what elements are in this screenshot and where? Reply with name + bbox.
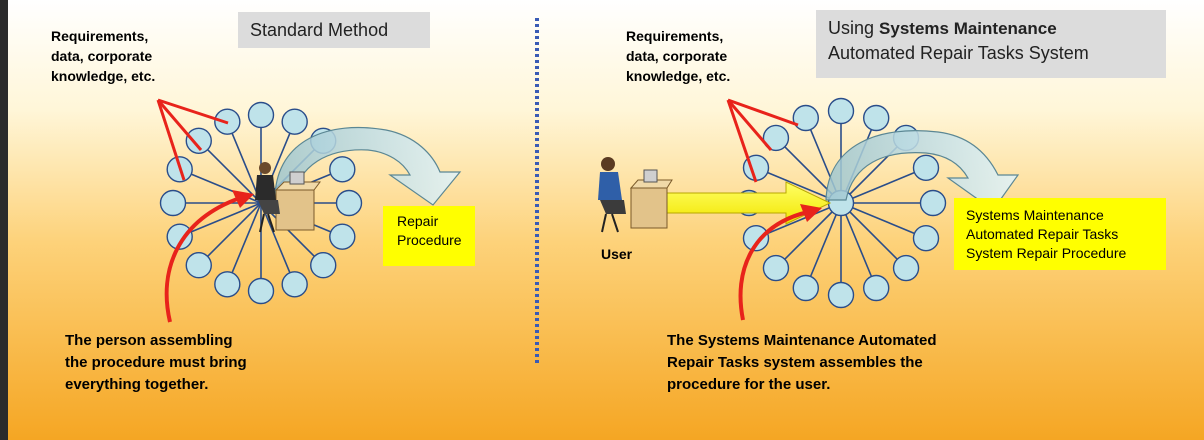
left-output-box: Repair Procedure: [383, 206, 475, 266]
left-hub-spoke: [198, 202, 262, 266]
left-caption-line-3: everything together.: [65, 376, 209, 393]
right-red-arrowhead: [800, 204, 822, 222]
right-hub-node: [762, 254, 790, 282]
user-at-desk: [598, 157, 673, 233]
left-output-arrow: [274, 126, 462, 206]
left-hub-spoke: [260, 202, 296, 285]
left-caption-line-2: the procedure must bring: [65, 354, 247, 371]
right-hub-node: [792, 274, 819, 302]
left-red-arrowhead: [232, 190, 254, 208]
left-hub-spoke: [226, 121, 262, 204]
right-hub-spoke: [840, 167, 927, 204]
right-title-line-1: Using Systems Maintenance: [828, 16, 1154, 41]
right-hub-node: [912, 225, 940, 252]
right-output-line-1: Systems Maintenance: [966, 207, 1104, 223]
right-hub-spoke: [775, 202, 842, 269]
left-hub-node: [310, 252, 337, 279]
left-hub-node: [185, 252, 212, 279]
left-inputs-label: Requirements, data, corporate knowledge,…: [51, 26, 155, 86]
left-hub-node: [335, 189, 363, 217]
left-input-lines: [156, 98, 229, 181]
right-hub-node: [863, 274, 890, 302]
right-caption: The Systems Maintenance Automated Repair…: [667, 330, 937, 396]
left-caption-line-1: The person assembling: [65, 332, 233, 349]
left-inputs-line-1: Requirements,: [51, 28, 149, 44]
right-hub-node: [827, 281, 855, 309]
left-caption: The person assembling the procedure must…: [65, 330, 247, 396]
right-caption-line-3: procedure for the user.: [667, 376, 831, 393]
right-caption-line-1: The Systems Maintenance Automated: [667, 330, 937, 352]
left-hub-node: [329, 156, 356, 183]
right-hub-spoke: [840, 202, 927, 239]
right-hub-node: [892, 254, 920, 282]
right-hub-node: [827, 97, 855, 125]
right-caption-bold: Systems Maintenance Automated: [697, 332, 937, 349]
right-input-lines: [726, 98, 799, 183]
left-hub-spoke: [198, 140, 262, 204]
left-output-line-2: Procedure: [397, 232, 462, 248]
left-hub-node: [185, 127, 212, 154]
right-red-curve-arrow: [738, 210, 809, 321]
right-inputs-label: Requirements, data, corporate knowledge,…: [626, 26, 730, 86]
left-hub-node: [247, 277, 275, 305]
right-hub-node: [792, 104, 819, 132]
left-hub-spoke: [226, 202, 262, 285]
user-label: User: [601, 246, 633, 262]
right-caption-line-2: Repair Tasks system assembles the: [667, 352, 937, 374]
right-hub-spoke: [805, 202, 842, 289]
right-hub-node: [912, 154, 940, 181]
right-inputs-line-3: knowledge, etc.: [626, 68, 731, 84]
left-title-box: Standard Method: [238, 12, 430, 48]
right-caption-prefix: The: [667, 332, 698, 349]
right-inputs-line-1: Requirements,: [626, 28, 724, 44]
left-hub-spoke: [179, 202, 262, 238]
left-inputs-line-3: knowledge, etc.: [51, 68, 156, 84]
right-hub-spoke: [840, 202, 877, 289]
right-title-prefix: Using: [828, 18, 880, 38]
left-hub-node: [281, 271, 308, 298]
right-hub-node: [863, 104, 890, 132]
left-red-curve-arrow: [164, 196, 241, 323]
right-title-box: Using Systems Maintenance Automated Repa…: [816, 10, 1166, 78]
right-inputs-line-2: data, corporate: [626, 48, 728, 64]
right-hub-spoke: [840, 202, 907, 269]
right-hub-node: [762, 124, 790, 152]
right-output-line-3: System Repair Procedure: [966, 245, 1127, 261]
right-output-box: Systems Maintenance Automated Repair Tas…: [954, 198, 1166, 270]
diagram-stage: Requirements, data, corporate knowledge,…: [8, 0, 1204, 440]
left-hub-node: [159, 189, 187, 217]
left-title: Standard Method: [250, 20, 389, 40]
left-hub-nodes: [159, 101, 363, 305]
right-output-line-2: Automated Repair Tasks: [966, 226, 1119, 242]
right-output-arrow: [825, 130, 1020, 211]
left-hub-node: [281, 108, 308, 135]
left-hub-node: [214, 271, 241, 298]
left-inputs-line-2: data, corporate: [51, 48, 153, 64]
left-person-at-desk: [255, 162, 321, 233]
right-hub-node: [742, 225, 770, 252]
left-hub-node: [329, 223, 356, 250]
left-output-line-1: Repair: [397, 213, 439, 229]
left-hub-node: [166, 223, 193, 250]
right-hub-node: [919, 189, 947, 217]
left-hub-node: [247, 101, 275, 129]
right-caption-rest: system assembles the: [759, 354, 923, 371]
right-caption-bold-2: Repair Tasks: [667, 354, 760, 371]
right-title-bold: Systems Maintenance: [879, 19, 1057, 38]
right-title-line-2: Automated Repair Tasks System: [828, 43, 1089, 63]
right-hub-spoke: [755, 202, 842, 239]
